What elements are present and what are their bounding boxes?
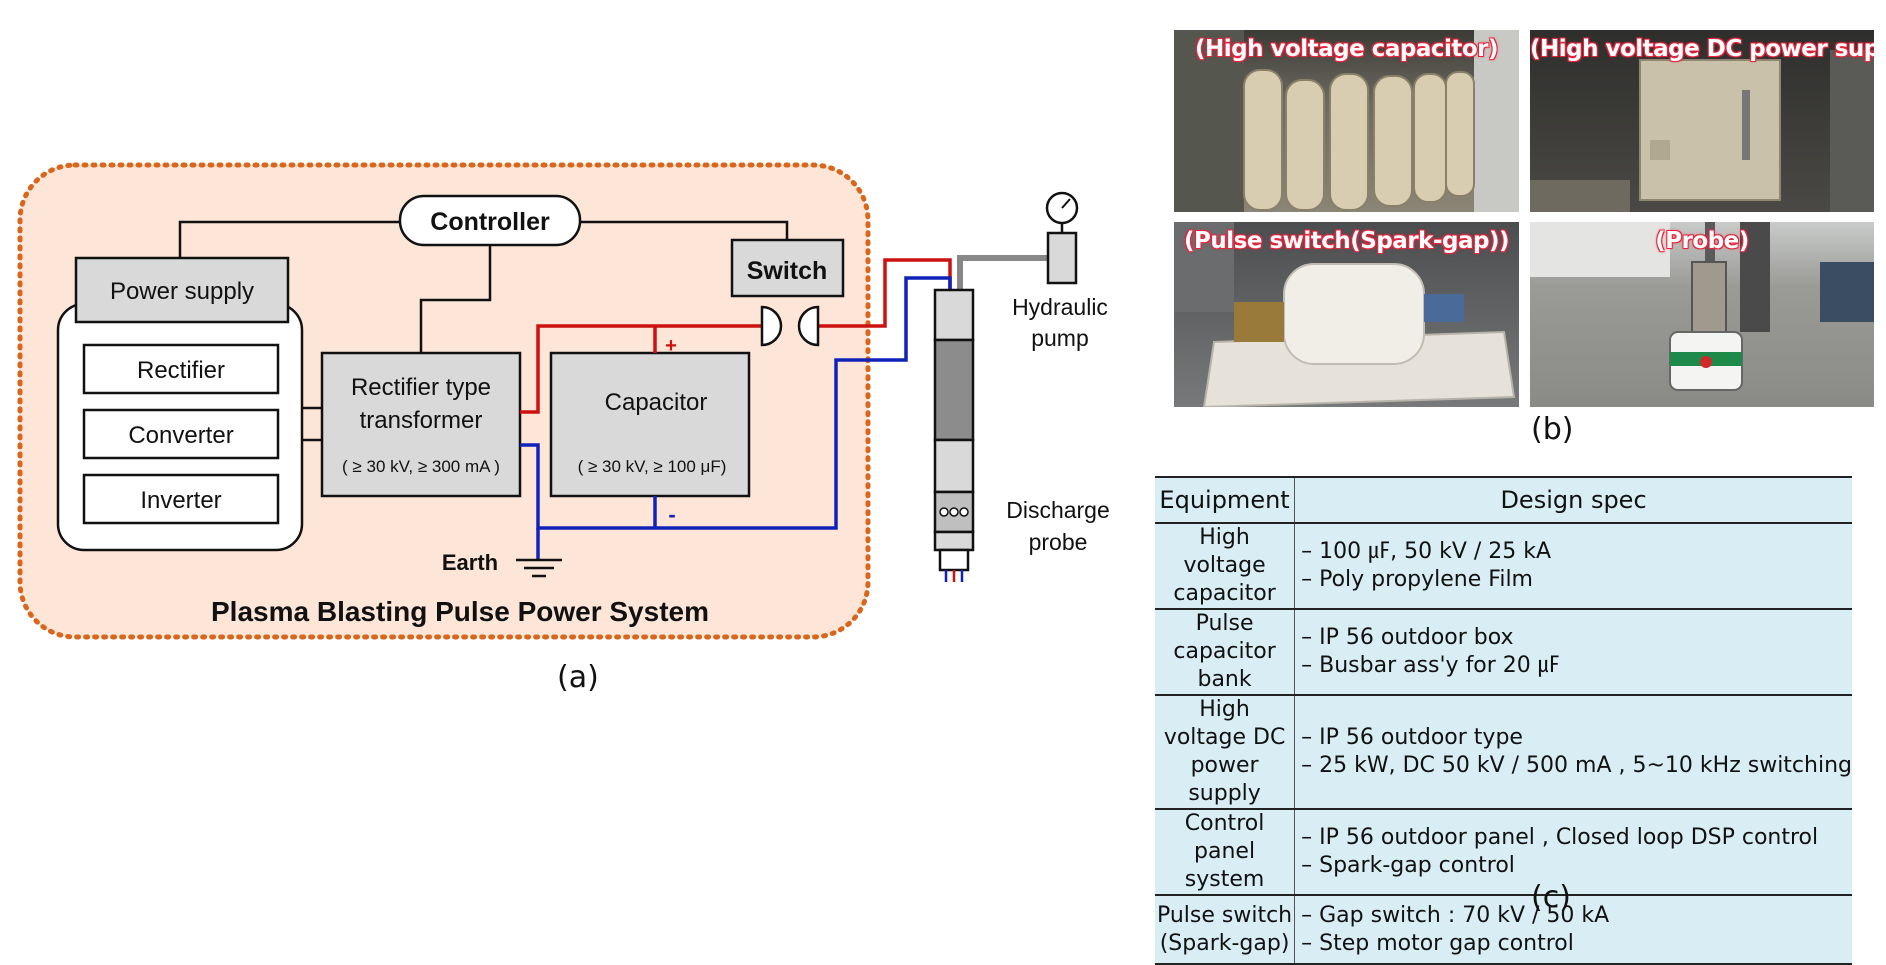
hydraulic-label-line1: Hydraulic	[1012, 294, 1108, 320]
negative-sign: -	[668, 502, 675, 527]
earth-label: Earth	[442, 550, 498, 575]
pulse-switch-photo-art	[1174, 222, 1516, 407]
photo-label-capacitor: (High voltage capacitor)	[1194, 36, 1499, 62]
positive-sign: +	[665, 335, 677, 357]
probe-label-line1: Discharge	[1006, 497, 1110, 523]
power-supply-label: Power supply	[110, 278, 254, 305]
negative-wire	[520, 276, 952, 560]
transformer-label-line2: transformer	[360, 407, 483, 434]
photo-label-dc-power-supply: (High voltage DC power supply)	[1530, 36, 1874, 62]
spec-cell: – IP 56 outdoor box– Busbar ass'y for 20…	[1294, 608, 1852, 696]
control-wires	[178, 220, 789, 442]
capacitor-label: Capacitor	[605, 389, 708, 416]
spec-cell: – 100 ㎌, 50 kV / 25 kA– Poly propylene F…	[1294, 522, 1852, 610]
hydraulic-line	[957, 255, 1055, 290]
capacitor-photo-art	[1174, 30, 1519, 212]
table-row: Pulse switch(Spark-gap) – Gap switch : 7…	[1155, 894, 1852, 965]
spec-cell: – IP 56 outdoor type– 25 kW, DC 50 kV / …	[1294, 694, 1852, 810]
transformer-spec: ( ≥ 30 kV, ≥ 300 mA )	[342, 457, 500, 476]
controller-box	[398, 194, 582, 247]
earth-symbol	[516, 558, 562, 578]
inverter-box	[82, 473, 280, 525]
photo-high-voltage-dc-power-supply: (High voltage DC power supply)	[1530, 30, 1874, 212]
power-supply-box	[74, 256, 290, 324]
equipment-cell: Pulse switch(Spark-gap)	[1155, 894, 1296, 965]
capacitor-box	[549, 351, 751, 498]
caption-a: (a)	[557, 660, 599, 695]
rectifier-box	[82, 343, 280, 395]
photo-high-voltage-capacitor: (High voltage capacitor)	[1174, 30, 1519, 212]
probe-photo-art	[1530, 222, 1874, 391]
switch-label: Switch	[747, 257, 828, 285]
positive-wire	[520, 258, 952, 414]
header-design-spec: Design spec	[1294, 476, 1852, 524]
caption-c: (c)	[1531, 880, 1571, 915]
table-header-row: Equipment Design spec	[1155, 476, 1852, 524]
rectifier-label: Rectifier	[137, 357, 225, 384]
spec-cell: – IP 56 outdoor panel , Closed loop DSP …	[1294, 808, 1852, 896]
probe-terminals	[939, 507, 969, 517]
probe-label-line2: probe	[1029, 529, 1088, 555]
power-supply-photo-art	[1530, 50, 1874, 212]
converter-label: Converter	[128, 422, 233, 449]
photo-label-pulse-switch: (Pulse switch(Spark-gap))	[1184, 228, 1509, 254]
photo-label-probe: (Probe)	[1655, 228, 1749, 254]
system-title: Plasma Blasting Pulse Power System	[211, 596, 709, 627]
caption-b: (b)	[1531, 412, 1574, 447]
inverter-label: Inverter	[140, 487, 221, 514]
discharge-probe	[933, 288, 975, 572]
transformer-label-line1: Rectifier type	[351, 374, 491, 401]
hydraulic-label-line2: pump	[1031, 325, 1089, 351]
controller-label: Controller	[430, 208, 550, 236]
spark-gap-symbol	[760, 305, 820, 347]
converter-box	[82, 408, 280, 460]
capacitor-spec: ( ≥ 30 kV, ≥ 100 μF)	[578, 457, 727, 476]
photo-probe: (Probe)	[1530, 222, 1874, 407]
transformer-box	[320, 351, 522, 498]
hydraulic-pump	[1045, 191, 1079, 285]
photo-pulse-switch: (Pulse switch(Spark-gap))	[1174, 222, 1519, 407]
block-diagram: Controller Power supply Rectifier Conver…	[17, 162, 1110, 640]
switch-box	[730, 238, 845, 298]
header-equipment: Equipment	[1155, 476, 1296, 524]
spec-cell: – Gap switch : 70 kV / 50 kA– Step motor…	[1294, 894, 1852, 965]
probe-tip-wires	[944, 570, 964, 582]
